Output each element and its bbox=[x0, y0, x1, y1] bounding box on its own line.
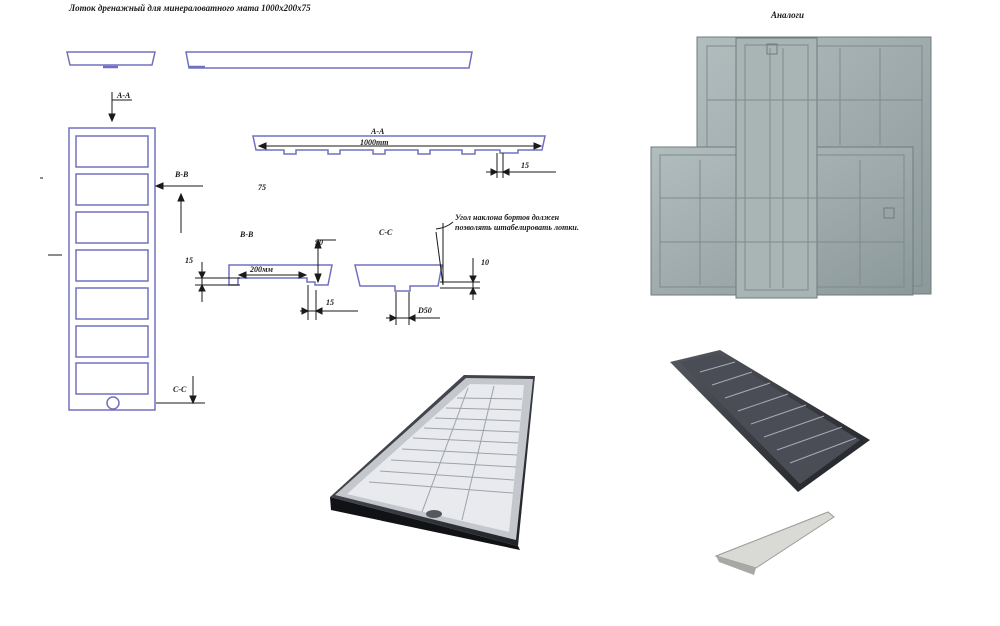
section-aa-profile bbox=[252, 135, 546, 155]
section-cc-dims bbox=[386, 221, 480, 325]
dark-tray-right-photo bbox=[670, 350, 870, 492]
section-aa-dims bbox=[257, 142, 556, 178]
slope-note: Угол наклона бортов должен позволять шта… bbox=[455, 213, 579, 232]
dimension-75: 75 bbox=[258, 183, 266, 192]
dimension-15-bb-bottom: 15 bbox=[326, 298, 334, 307]
section-cc-profile bbox=[354, 264, 443, 292]
section-arrow-cc bbox=[156, 376, 205, 405]
section-label-cc-side: C-C bbox=[173, 385, 187, 394]
grey-tray-photo bbox=[650, 36, 932, 299]
dark-tray-photo bbox=[330, 375, 535, 550]
section-label-bb-side: B-B bbox=[175, 170, 189, 179]
section-label-bb-view: B-B bbox=[240, 230, 254, 239]
section-label-cc-view: C-C bbox=[379, 228, 393, 237]
end-view-small bbox=[66, 51, 156, 69]
dimension-200: 200мм bbox=[250, 265, 273, 274]
dimension-15-bb-left: 15 bbox=[185, 256, 193, 265]
section-label-aa-top: A-A bbox=[117, 91, 131, 100]
drawing-title: Лоток дренажный для минераловатного мата… bbox=[69, 3, 311, 13]
section-bb-dims bbox=[195, 238, 358, 320]
analogs-label: Аналоги bbox=[771, 10, 804, 20]
plan-view bbox=[68, 127, 156, 411]
dimension-90: 90 bbox=[315, 238, 323, 247]
dimension-15-aa: 15 bbox=[521, 161, 529, 170]
dimension-10: 10 bbox=[481, 258, 489, 267]
side-view-long bbox=[185, 51, 473, 69]
dimension-length: 1000mm bbox=[360, 138, 389, 147]
white-tray-photo bbox=[714, 511, 835, 575]
section-label-aa: A-A bbox=[371, 127, 385, 136]
section-arrow-aa bbox=[108, 92, 132, 123]
dimension-d50: D50 bbox=[418, 306, 432, 315]
section-arrow-bb bbox=[154, 182, 203, 233]
